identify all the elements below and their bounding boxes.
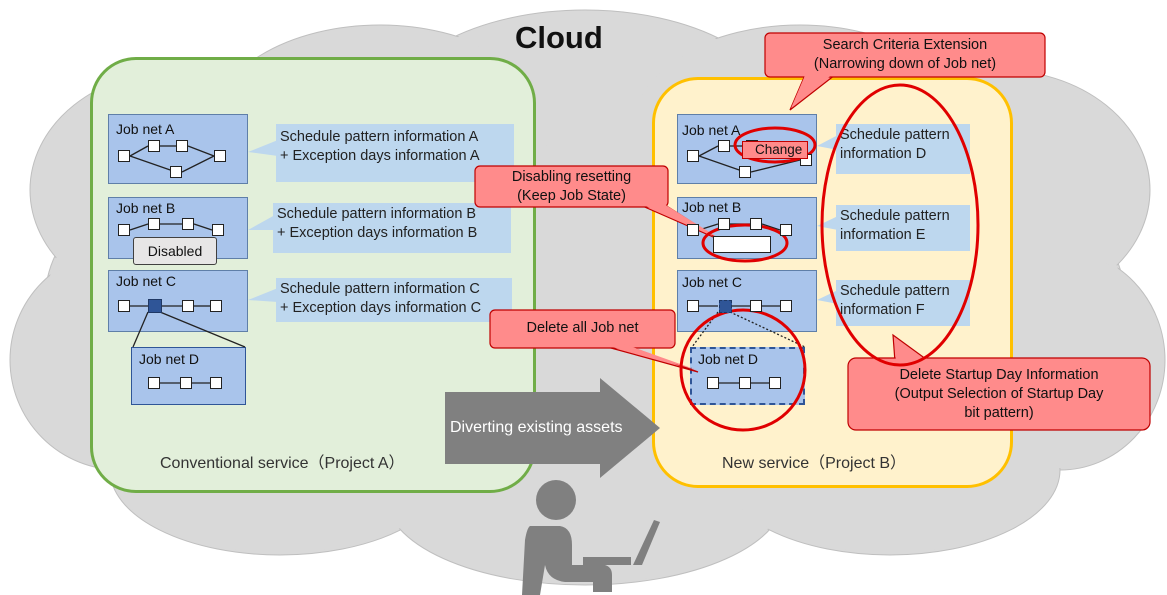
person-at-laptop-icon <box>522 480 660 595</box>
job-node-parent <box>148 299 162 313</box>
job-node <box>750 300 762 312</box>
callout-line: bit pattern) <box>964 405 1034 421</box>
job-net-label: Job net D <box>139 351 199 367</box>
job-node <box>687 224 699 236</box>
job-node <box>118 150 130 162</box>
job-net-label: Job net C <box>682 274 742 290</box>
callout-line: Delete Startup Day Information <box>899 367 1099 383</box>
job-net-b-left-edges <box>129 223 213 231</box>
job-node <box>182 300 194 312</box>
job-node <box>176 140 188 152</box>
info-line: + Exception days information B <box>277 225 478 241</box>
job-net-c-right-edges <box>691 305 806 348</box>
job-net-a-left-edges <box>129 145 215 173</box>
info-line: Schedule pattern information C <box>280 281 480 297</box>
job-net-label: Job net A <box>682 122 741 138</box>
callout-reset-text: Disabling resetting (Keep Job State) <box>475 168 668 206</box>
info-line: information D <box>840 146 927 162</box>
info-line: Schedule pattern <box>840 127 950 143</box>
job-node <box>210 377 222 389</box>
job-net-d-left <box>131 347 246 405</box>
job-net-c-left-edges <box>130 305 246 348</box>
job-node <box>739 377 751 389</box>
job-node <box>769 377 781 389</box>
info-line: information E <box>840 227 926 243</box>
callout-reset-shape <box>474 165 721 241</box>
job-net-label: Job net A <box>116 121 175 137</box>
info-line: + Exception days information C <box>280 300 482 316</box>
change-overlay: Change <box>742 141 808 159</box>
callout-line: (Output Selection of Startup Day <box>894 386 1104 402</box>
info-pointer <box>248 215 275 230</box>
job-node <box>780 224 792 236</box>
project-a-label: Conventional service（Project A） <box>160 455 405 472</box>
job-node <box>707 377 719 389</box>
job-node <box>214 150 226 162</box>
schedule-info-c: Schedule pattern information C + Excepti… <box>276 278 512 322</box>
job-node <box>750 218 762 230</box>
job-node-parent <box>719 300 732 313</box>
job-node <box>118 300 130 312</box>
callout-startup-text: Delete Startup Day Information (Output S… <box>848 366 1150 423</box>
callout-search-text: Search Criteria Extension (Narrowing dow… <box>765 36 1045 74</box>
job-node <box>687 300 699 312</box>
callout-line: Search Criteria Extension <box>822 37 988 53</box>
job-node <box>148 140 160 152</box>
job-node <box>687 150 699 162</box>
job-net-label: Job net B <box>682 199 742 215</box>
job-node <box>148 218 160 230</box>
job-node <box>212 224 224 236</box>
disabled-overlay: Disabled <box>133 237 217 265</box>
job-node <box>148 377 160 389</box>
info-line: Schedule pattern <box>840 208 950 224</box>
info-pointer <box>248 140 278 156</box>
job-node <box>718 218 730 230</box>
info-line: + Exception days information A <box>280 148 480 164</box>
job-net-label: Job net C <box>116 273 176 289</box>
schedule-info-d: Schedule pattern information D <box>836 124 970 174</box>
reset-disabled-box <box>713 236 771 253</box>
job-net-label: Job net D <box>698 351 758 367</box>
cloud-title: Cloud <box>515 20 603 55</box>
job-node <box>118 224 130 236</box>
highlight-ellipses <box>679 83 980 432</box>
job-net-c-left <box>108 270 248 332</box>
info-line: Schedule pattern information B <box>277 206 477 222</box>
info-line: Schedule pattern information A <box>280 129 479 145</box>
info-pointer <box>248 288 278 302</box>
info-line: information F <box>840 302 925 318</box>
callout-line: Delete all Job net <box>526 320 639 336</box>
job-node <box>739 166 751 178</box>
job-node <box>718 140 730 152</box>
job-node <box>780 300 792 312</box>
callout-delete-shape <box>489 309 699 373</box>
job-node <box>170 166 182 178</box>
callout-startup-shape <box>847 333 1151 431</box>
callout-line: (Narrowing down of Job net) <box>813 56 997 72</box>
diverting-arrow-label: Diverting existing assets <box>450 419 623 436</box>
job-node <box>180 377 192 389</box>
info-pointer <box>817 216 838 230</box>
diverting-arrow <box>445 378 660 478</box>
info-line: Schedule pattern <box>840 283 950 299</box>
job-node <box>182 218 194 230</box>
callout-line: (Keep Job State) <box>517 188 626 204</box>
project-b-label: New service（Project B） <box>722 455 907 472</box>
job-node <box>210 300 222 312</box>
job-net-label: Job net B <box>116 200 176 216</box>
schedule-info-b: Schedule pattern information B + Excepti… <box>273 203 511 253</box>
job-net-c-right <box>677 270 817 332</box>
callout-line: Disabling resetting <box>511 169 632 185</box>
callout-delete-text: Delete all Job net <box>490 319 675 338</box>
info-pointer <box>817 135 838 150</box>
schedule-info-e: Schedule pattern information E <box>836 205 970 251</box>
schedule-info-f: Schedule pattern information F <box>836 280 970 326</box>
callout-search-shape <box>764 32 1046 111</box>
schedule-info-a: Schedule pattern information A + Excepti… <box>276 124 514 182</box>
